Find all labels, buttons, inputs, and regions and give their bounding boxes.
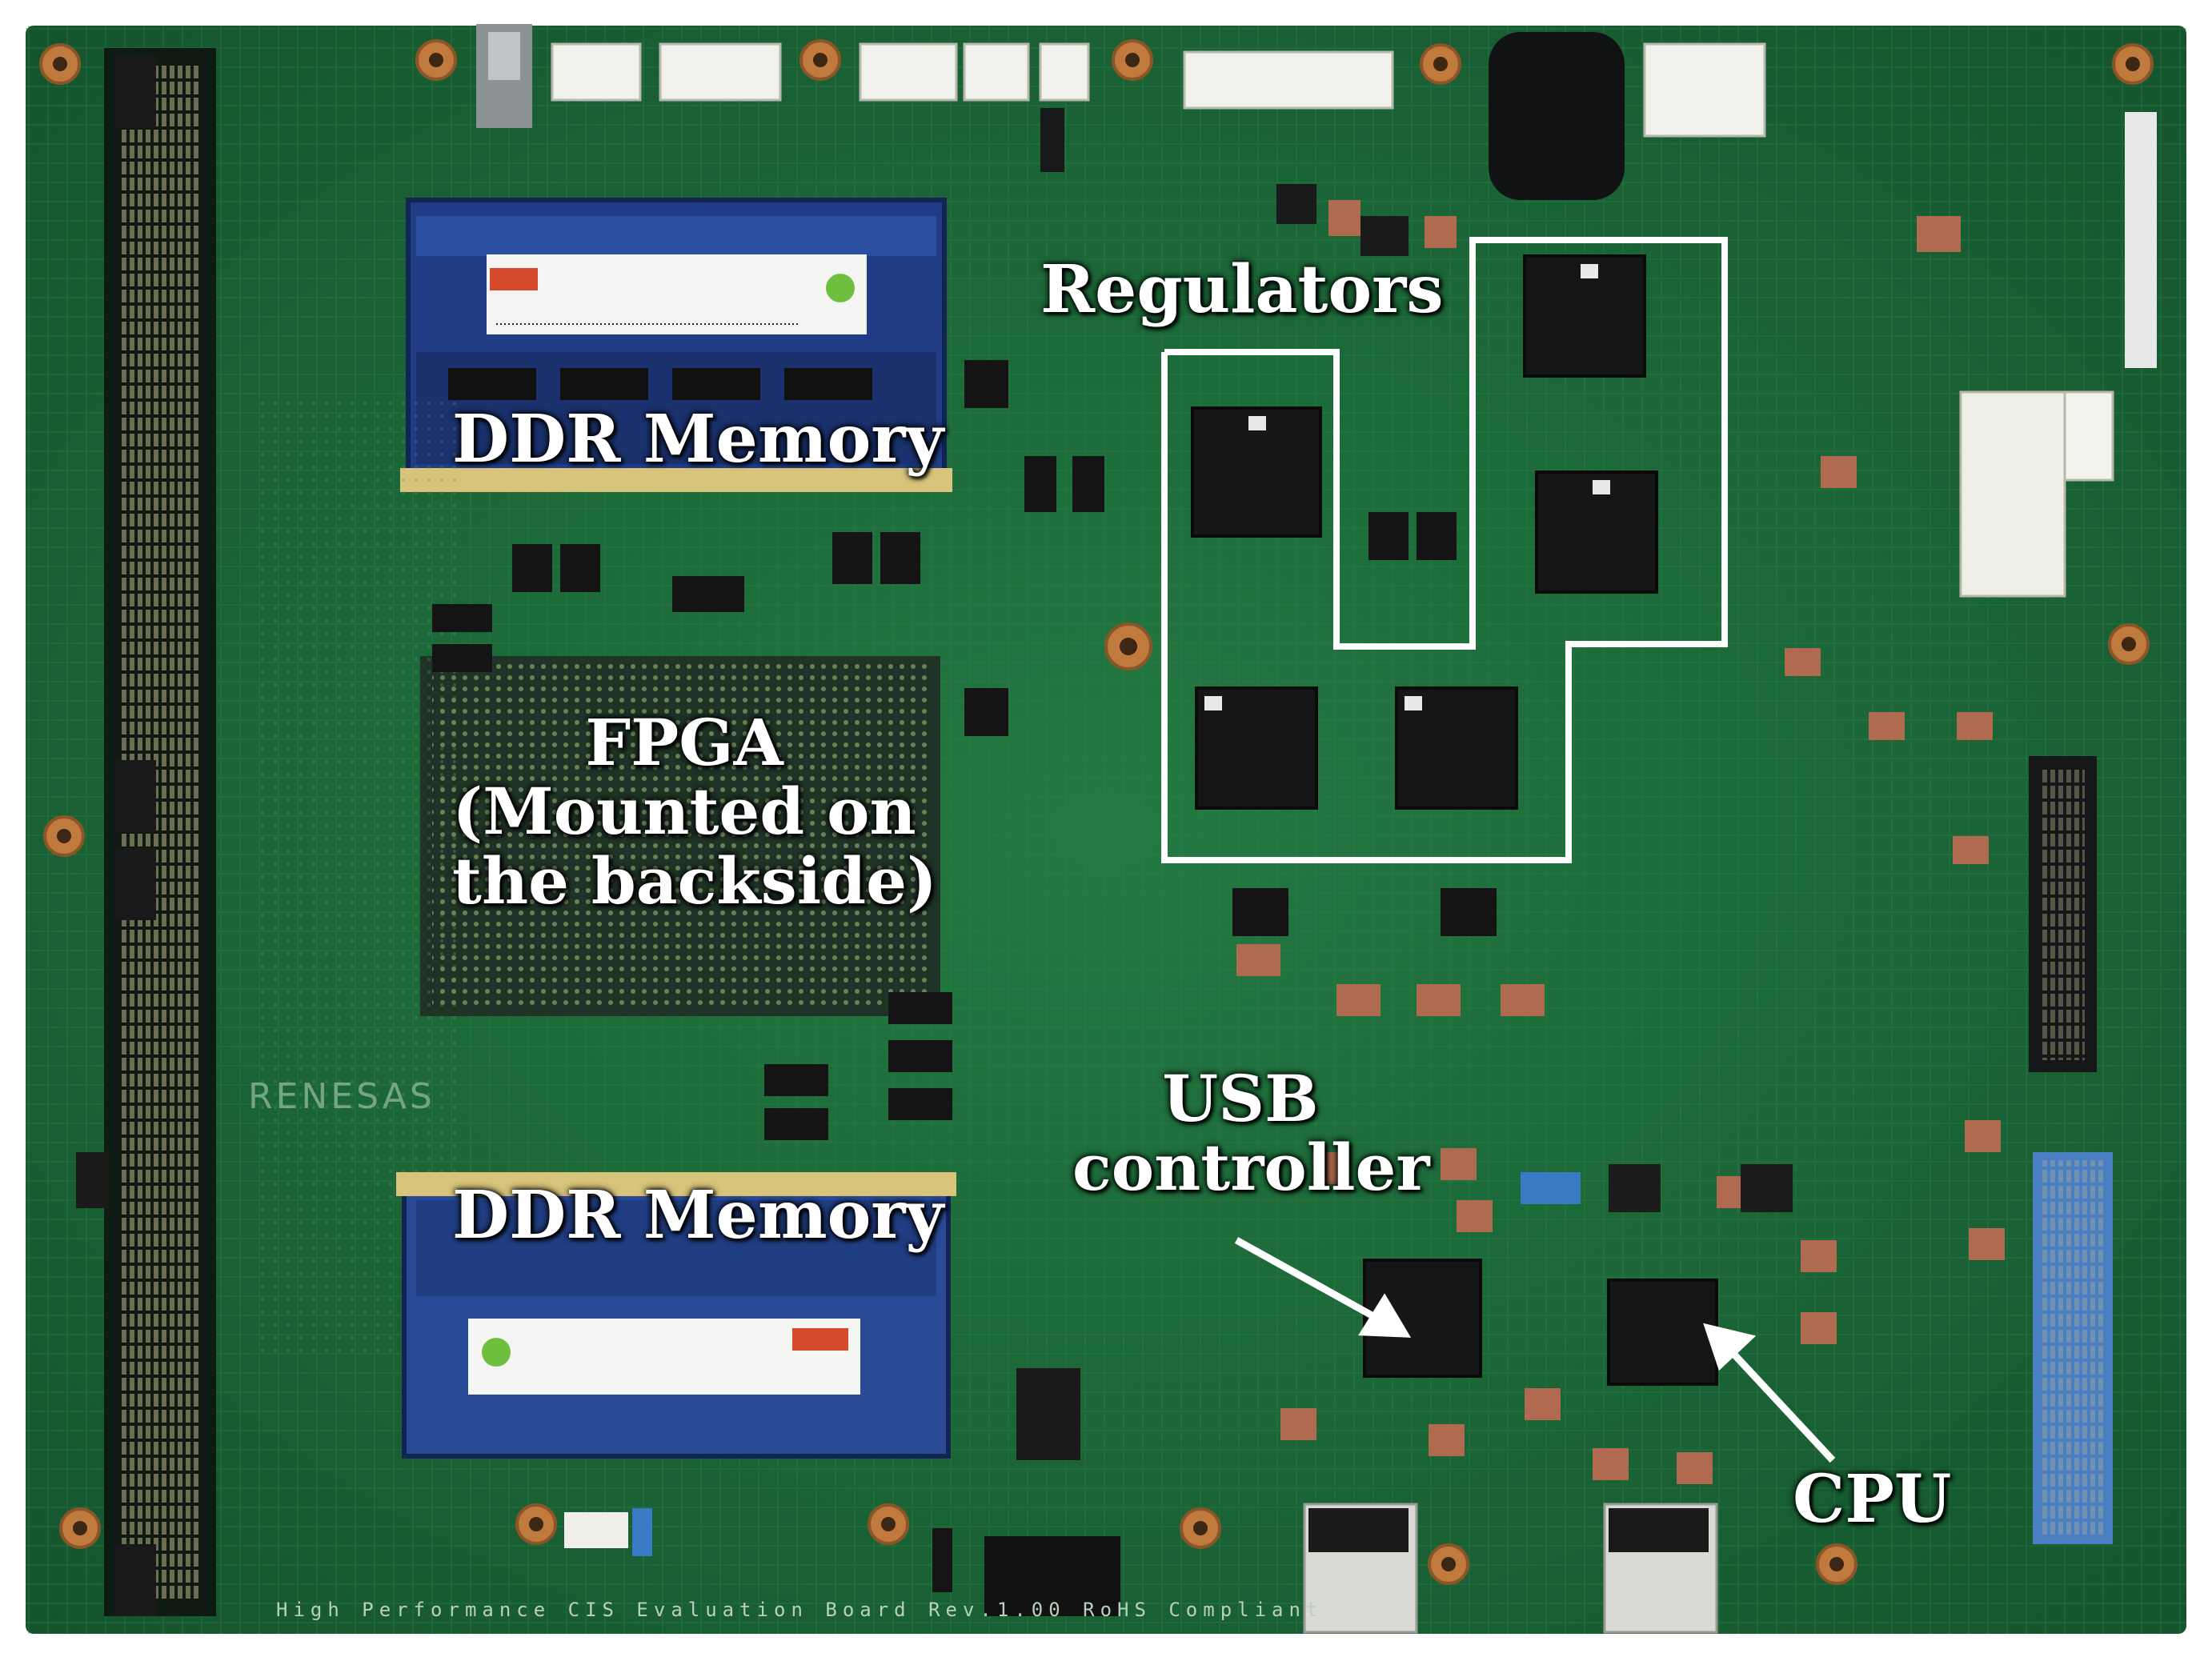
top-connectors	[476, 24, 1766, 200]
ddr-dimm-top	[400, 198, 952, 492]
usb-controller-label: USB controller	[1072, 1061, 1430, 1206]
ddr-dimm-bottom	[396, 1172, 956, 1459]
usb-arrow	[1234, 1237, 1383, 1323]
left-edge-connectors	[76, 48, 216, 1616]
usb-label-line2: controller	[1072, 1130, 1430, 1206]
renesas-logo: RENESAS	[248, 1076, 435, 1117]
transistors	[432, 360, 1497, 1140]
ddr-memory-bottom-label: DDR Memory	[452, 1177, 944, 1254]
fpga-label-line1: FPGA	[585, 705, 783, 780]
right-side-connectors	[1959, 390, 2114, 1544]
arrows	[1234, 1237, 1836, 1463]
ltm-modules	[1191, 254, 1658, 810]
cpu-arrow	[1721, 1341, 1836, 1463]
bottom-connectors	[564, 1503, 1718, 1634]
fpga-label-line3: the backside)	[452, 843, 937, 919]
regulators-highlight	[1161, 237, 1728, 863]
ddr-memory-top-label: DDR Memory	[452, 401, 944, 478]
usb-label-line1: USB	[1162, 1061, 1319, 1136]
fpga-label: FPGA (Mounted on the backside)	[452, 705, 937, 919]
switches	[632, 1164, 1793, 1616]
cpu-label: CPU	[1793, 1461, 1952, 1538]
fpga-label-line2: (Mounted on	[452, 774, 916, 850]
fpga-footprint	[256, 400, 940, 1360]
regulators-label: Regulators	[1040, 251, 1444, 328]
passives	[1236, 184, 2005, 1484]
board-silkscreen: High Performance CIS Evaluation Board Re…	[276, 1599, 1323, 1621]
